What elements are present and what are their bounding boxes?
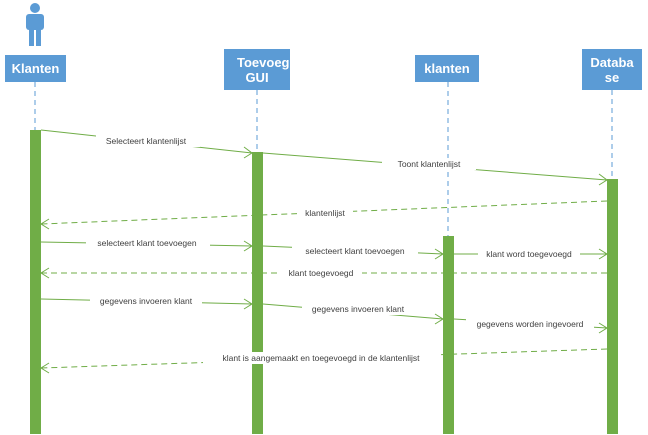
activation-klanten-actor (30, 130, 41, 434)
message-arrow: klant word toegevoegd (454, 248, 608, 260)
participant-gui: Toevoeg GUI (224, 49, 290, 90)
message-label: Toont klantenlijst (398, 159, 461, 169)
participant-database: Database (582, 49, 642, 90)
message-label: selecteert klant toevoegen (97, 238, 197, 248)
activation-gui (252, 152, 263, 434)
participant-label: Toevoeg GUI (237, 54, 290, 85)
participant-label: Klanten (11, 61, 60, 76)
message-arrow: selecteert klant toevoegen (262, 245, 444, 260)
message-arrow: klant toegevoegd (40, 267, 607, 279)
message-arrow: gegevens invoeren klant (40, 295, 253, 310)
participant-klanten-actor: Klanten (5, 55, 66, 82)
message-arrow: klant is aangemaakt en toegevoegd in de … (40, 348, 608, 374)
activation-database (607, 179, 618, 434)
message-label: klantenlijst (305, 208, 345, 218)
activation-klanten (443, 236, 454, 434)
message-label: gegevens invoeren klant (312, 304, 405, 314)
message-label: selecteert klant toevoegen (305, 246, 405, 256)
participant-label: Database (590, 54, 634, 85)
message-arrow: gegevens worden ingevoerd (453, 318, 608, 334)
person-icon (26, 3, 44, 46)
message-arrow: gegevens invoeren klant (262, 303, 444, 325)
message-label: klant toegevoegd (289, 268, 354, 278)
message-arrow: Toont klantenlijst (262, 152, 608, 186)
message-arrow: selecteert klant toevoegen (40, 237, 253, 252)
message-label: gegevens worden ingevoerd (477, 319, 584, 329)
participant-klanten: klanten (415, 55, 479, 82)
message-label: Selecteert klantenlijst (106, 136, 187, 146)
message-label: klant word toegevoegd (486, 249, 572, 259)
message-arrow: klantenlijst (40, 200, 608, 230)
message-label: gegevens invoeren klant (100, 296, 193, 306)
participant-label: klanten (424, 61, 470, 76)
message-label: klant is aangemaakt en toegevoegd in de … (222, 353, 420, 363)
message-arrow: Selecteert klantenlijst (40, 129, 253, 159)
